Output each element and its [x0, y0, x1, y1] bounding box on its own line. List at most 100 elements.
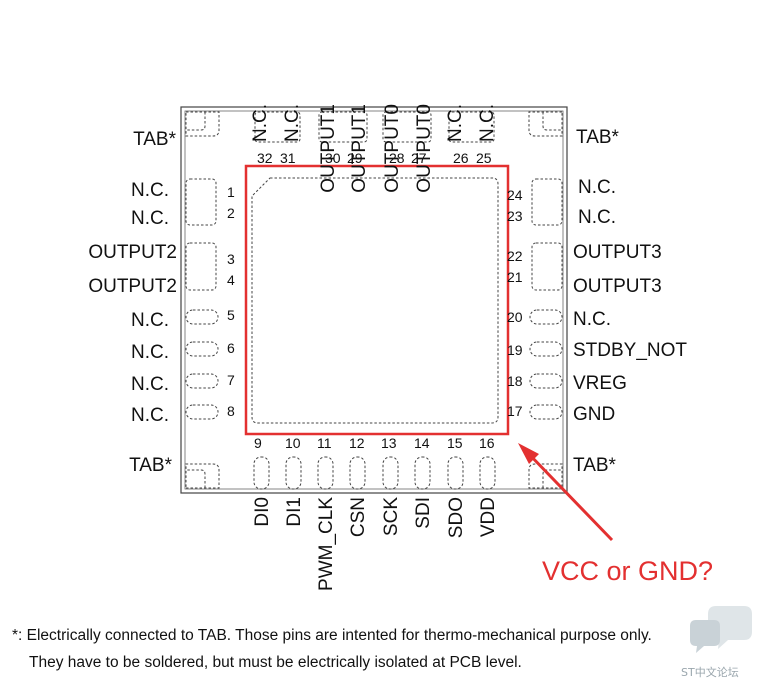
pin-number-30: 30	[325, 150, 341, 166]
annotation-arrow-head	[518, 443, 539, 464]
pin-number-26: 26	[453, 150, 469, 166]
pad-7	[185, 373, 219, 389]
pin-number-29: 29	[347, 150, 363, 166]
pin-number-28: 28	[389, 150, 405, 166]
pin-number-31: 31	[280, 150, 296, 166]
pin-number-27: 27	[411, 150, 427, 166]
pin-number-8: 8	[227, 403, 235, 419]
package-inner-outline	[184, 110, 564, 490]
pad-30-29	[318, 111, 368, 143]
annotation-arrow-line	[525, 450, 614, 542]
pin-label-23: N.C.	[578, 207, 616, 228]
pad-6	[185, 341, 219, 357]
pad-20	[529, 309, 563, 325]
pin-label-13: SCK	[381, 497, 402, 536]
highlight-box	[244, 164, 510, 436]
pin-number-16: 16	[479, 435, 495, 451]
pin-label-31: N.C.	[282, 104, 303, 142]
pin-label-30: OUTPUT1	[318, 104, 339, 193]
pad-32-31	[254, 111, 301, 143]
footnote-line-1: *: Electrically connected to TAB. Those …	[12, 627, 652, 644]
pad-10	[285, 456, 302, 490]
footnote-line-2: They have to be soldered, but must be el…	[29, 654, 522, 671]
pin-number-3: 3	[227, 251, 235, 267]
pin-number-20: 20	[507, 309, 523, 325]
pin-label-8: N.C.	[131, 405, 169, 426]
pin-label-16: VDD	[478, 497, 499, 537]
pad-8	[185, 404, 219, 420]
pin-label-29: OUTPUT1	[349, 104, 370, 193]
pad-18	[529, 373, 563, 389]
exposed-pad	[251, 177, 499, 424]
corner-tab-pad-top-right	[528, 111, 563, 137]
pin-number-6: 6	[227, 340, 235, 356]
pin-label-11: PWM_CLK	[316, 497, 337, 591]
pad-1-2	[185, 178, 217, 226]
pin-label-26: N.C.	[445, 104, 466, 142]
pad-13	[382, 456, 399, 490]
pin-label-6: N.C.	[131, 342, 169, 363]
tab-label-top-right: TAB*	[576, 127, 620, 148]
pin-label-21: OUTPUT3	[573, 276, 662, 297]
pad-14	[414, 456, 431, 490]
pad-16	[479, 456, 496, 490]
pad-28-27	[382, 111, 432, 143]
pad-11	[317, 456, 334, 490]
pin-label-2: N.C.	[131, 208, 169, 229]
pin-label-22: OUTPUT3	[573, 242, 662, 263]
pin-label-20: N.C.	[573, 309, 611, 330]
corner-tab-pad-bottom-left	[185, 463, 220, 489]
pin-number-2: 2	[227, 205, 235, 221]
pin-number-5: 5	[227, 307, 235, 323]
package-outline	[180, 106, 568, 494]
annotation-question: VCC or GND?	[542, 556, 713, 586]
pin-number-13: 13	[381, 435, 397, 451]
pin-label-3: OUTPUT2	[88, 242, 177, 263]
corner-tab-pad-bottom-right	[528, 463, 563, 489]
pin-label-7: N.C.	[131, 374, 169, 395]
pin-label-25: N.C.	[477, 104, 498, 142]
pad-19	[529, 341, 563, 357]
tab-label-bottom-left: TAB*	[129, 455, 173, 476]
pin-label-15: SDO	[446, 497, 467, 538]
pin-number-19: 19	[507, 342, 523, 358]
pad-5	[185, 309, 219, 325]
pad-15	[447, 456, 464, 490]
pad-26-25	[448, 111, 495, 143]
pad-3-4	[185, 242, 217, 291]
pad-17	[529, 404, 563, 420]
pin-number-17: 17	[507, 403, 523, 419]
pin-number-23: 23	[507, 208, 523, 224]
pin-label-18: VREG	[573, 373, 627, 394]
pin-number-24: 24	[507, 187, 523, 203]
tab-label-top-left: TAB*	[133, 129, 177, 150]
pin-number-22: 22	[507, 248, 523, 264]
pin-label-10: DI1	[284, 497, 305, 527]
pin-label-5: N.C.	[131, 310, 169, 331]
pin-number-18: 18	[507, 373, 523, 389]
pin-label-17: GND	[573, 404, 615, 425]
pin-label-28: OUTPUT0	[382, 104, 403, 193]
pad-22-21	[531, 242, 563, 291]
pin-label-9: DI0	[252, 497, 273, 527]
pin-number-11: 11	[317, 435, 332, 451]
tab-label-bottom-right: TAB*	[573, 455, 617, 476]
pin-label-32: N.C.	[250, 104, 271, 142]
pin-number-14: 14	[414, 435, 430, 451]
pin-label-12: CSN	[348, 497, 369, 537]
pin-number-7: 7	[227, 372, 235, 388]
pin-label-1: N.C.	[131, 180, 169, 201]
watermark-text: ST中文论坛	[681, 666, 739, 679]
pin-number-10: 10	[285, 435, 301, 451]
pin-number-25: 25	[476, 150, 492, 166]
pin-number-32: 32	[257, 150, 273, 166]
pin-number-15: 15	[447, 435, 463, 451]
pad-9	[253, 456, 270, 490]
pin-label-24: N.C.	[578, 177, 616, 198]
pin-number-9: 9	[254, 435, 262, 451]
pin-label-4: OUTPUT2	[88, 276, 177, 297]
pin-label-19: STDBY_NOT	[573, 340, 687, 361]
pin-number-1: 1	[227, 184, 235, 200]
pin-number-12: 12	[349, 435, 365, 451]
